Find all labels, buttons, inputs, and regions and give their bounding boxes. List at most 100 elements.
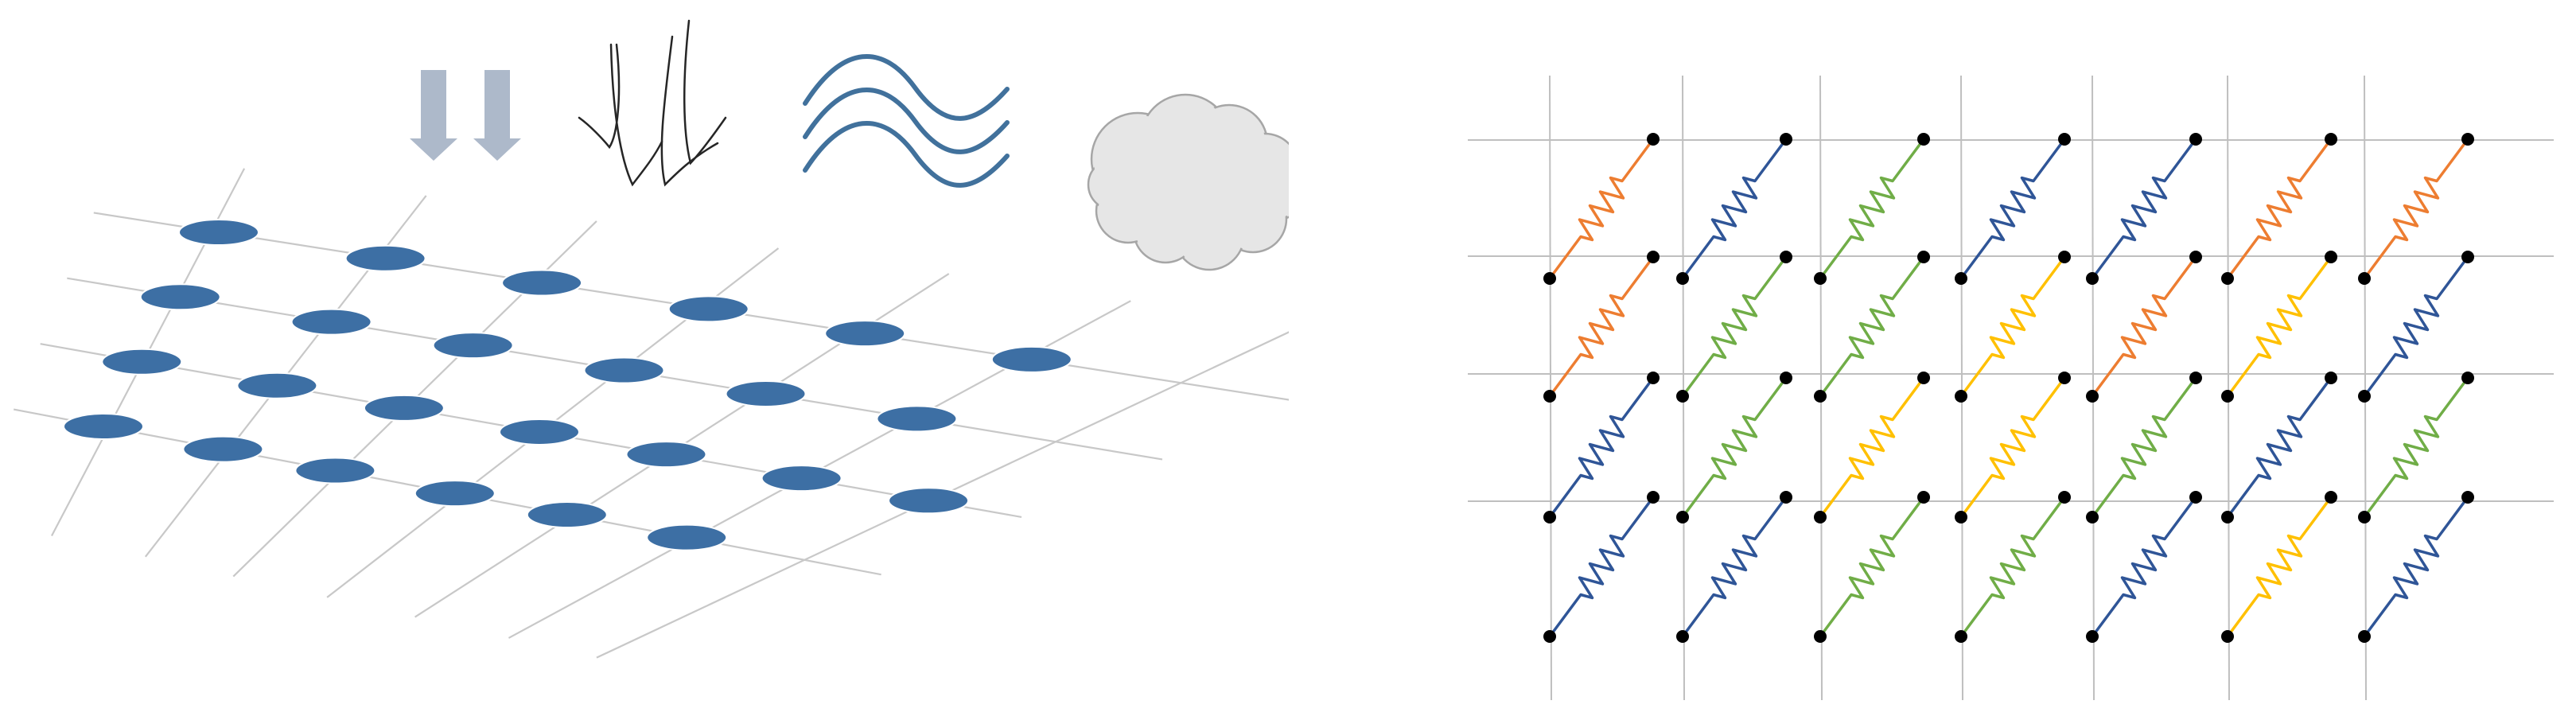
wind-stream-icon — [578, 43, 621, 150]
grid-vertical-line — [2364, 75, 2367, 701]
lattice-disk — [63, 413, 144, 440]
lattice-panel — [13, 19, 1289, 659]
spring-node — [1676, 630, 1689, 643]
spring-node — [1676, 390, 1689, 403]
spring-node — [2461, 491, 2474, 504]
spring-node — [2058, 491, 2071, 504]
wave-icon — [803, 87, 1010, 154]
spring — [1819, 255, 1925, 398]
spring-node — [2221, 630, 2234, 643]
spring-node — [1955, 630, 1967, 643]
spring-node — [2221, 390, 2234, 403]
spring-node — [1814, 511, 1827, 523]
spring-node — [2189, 372, 2202, 384]
spring-node — [1676, 272, 1689, 285]
spring-node — [2086, 630, 2099, 643]
spring-node — [1647, 251, 1660, 263]
lattice-disk — [888, 487, 970, 515]
springs — [1548, 138, 2469, 638]
spring-node — [2461, 372, 2474, 384]
spring-node — [1780, 491, 1792, 504]
down-arrow-icon — [410, 70, 457, 161]
lattice-disk — [101, 348, 183, 376]
wave-icon — [803, 53, 1010, 121]
spring — [1959, 376, 2066, 519]
spring — [1959, 138, 2066, 280]
cloud-puff-fill — [1090, 161, 1138, 208]
spring-node — [1543, 630, 1556, 643]
spring-node — [2189, 133, 2202, 146]
spring — [1959, 255, 2066, 398]
grid-vertical-line — [2227, 75, 2230, 701]
lattice-disk — [583, 356, 665, 384]
lattice-disk — [139, 283, 221, 311]
wind-stream-icon — [683, 19, 727, 165]
spring — [2091, 496, 2197, 638]
lattice-disk — [182, 435, 264, 463]
spring — [1819, 376, 1925, 519]
lattice-disk — [294, 457, 376, 485]
spring-node — [1647, 491, 1660, 504]
lattice-disk — [824, 320, 906, 348]
spring-node — [2189, 251, 2202, 263]
spring — [1681, 255, 1788, 398]
spring-node — [2086, 390, 2099, 403]
spring-node — [2358, 630, 2371, 643]
spring — [1681, 496, 1788, 638]
lattice-disk — [667, 295, 749, 323]
spring — [1681, 376, 1788, 519]
wind-stream-icon — [609, 43, 663, 187]
spring-node — [1780, 372, 1792, 384]
spring-node — [2358, 390, 2371, 403]
lattice-disk — [501, 269, 583, 297]
spring — [1548, 376, 1655, 519]
lattice-disks — [63, 219, 1072, 551]
spring-node — [2358, 272, 2371, 285]
spring — [1548, 255, 1655, 398]
spring-node — [2358, 511, 2371, 523]
spring — [2363, 376, 2469, 519]
grid-vertical-line — [1549, 75, 1552, 701]
grid-vertical-line — [1819, 75, 1823, 701]
lattice-disk — [178, 219, 259, 246]
spring — [2363, 496, 2469, 638]
cloud-puff-fill — [1139, 133, 1247, 241]
lattice-disk — [414, 480, 496, 508]
spring-node — [1814, 390, 1827, 403]
grid-vertical-line — [1960, 75, 1963, 701]
spring-node — [1917, 133, 1930, 146]
spring — [2226, 255, 2333, 398]
spring — [2091, 255, 2197, 398]
spring-nodes — [1543, 133, 2474, 643]
lattice-disk — [498, 418, 580, 446]
spring — [1681, 138, 1788, 280]
spring-node — [2058, 133, 2071, 146]
spring-node — [1917, 491, 1930, 504]
spring-node — [2325, 491, 2337, 504]
spring-node — [1543, 272, 1556, 285]
lattice-disk — [761, 465, 842, 492]
lattice-disk — [236, 372, 318, 399]
spring-node — [1955, 390, 1967, 403]
spring-node — [2058, 372, 2071, 384]
spring — [2091, 138, 2197, 280]
cloud-icon — [1087, 93, 1289, 271]
spring-node — [1647, 133, 1660, 146]
spring-node — [1780, 133, 1792, 146]
spring-node — [1780, 251, 1792, 263]
spring — [2226, 138, 2333, 280]
spring — [1819, 138, 1925, 280]
spring-node — [2325, 133, 2337, 146]
spring-node — [1543, 511, 1556, 523]
spring-node — [2086, 272, 2099, 285]
spring — [2226, 496, 2333, 638]
spring-node — [2461, 133, 2474, 146]
lattice-disk — [344, 244, 426, 272]
spring — [2363, 138, 2469, 280]
spring — [1548, 138, 1655, 280]
spring-node — [2221, 272, 2234, 285]
lattice-disk — [876, 405, 958, 433]
spring — [1959, 496, 2066, 638]
spring — [2363, 255, 2469, 398]
